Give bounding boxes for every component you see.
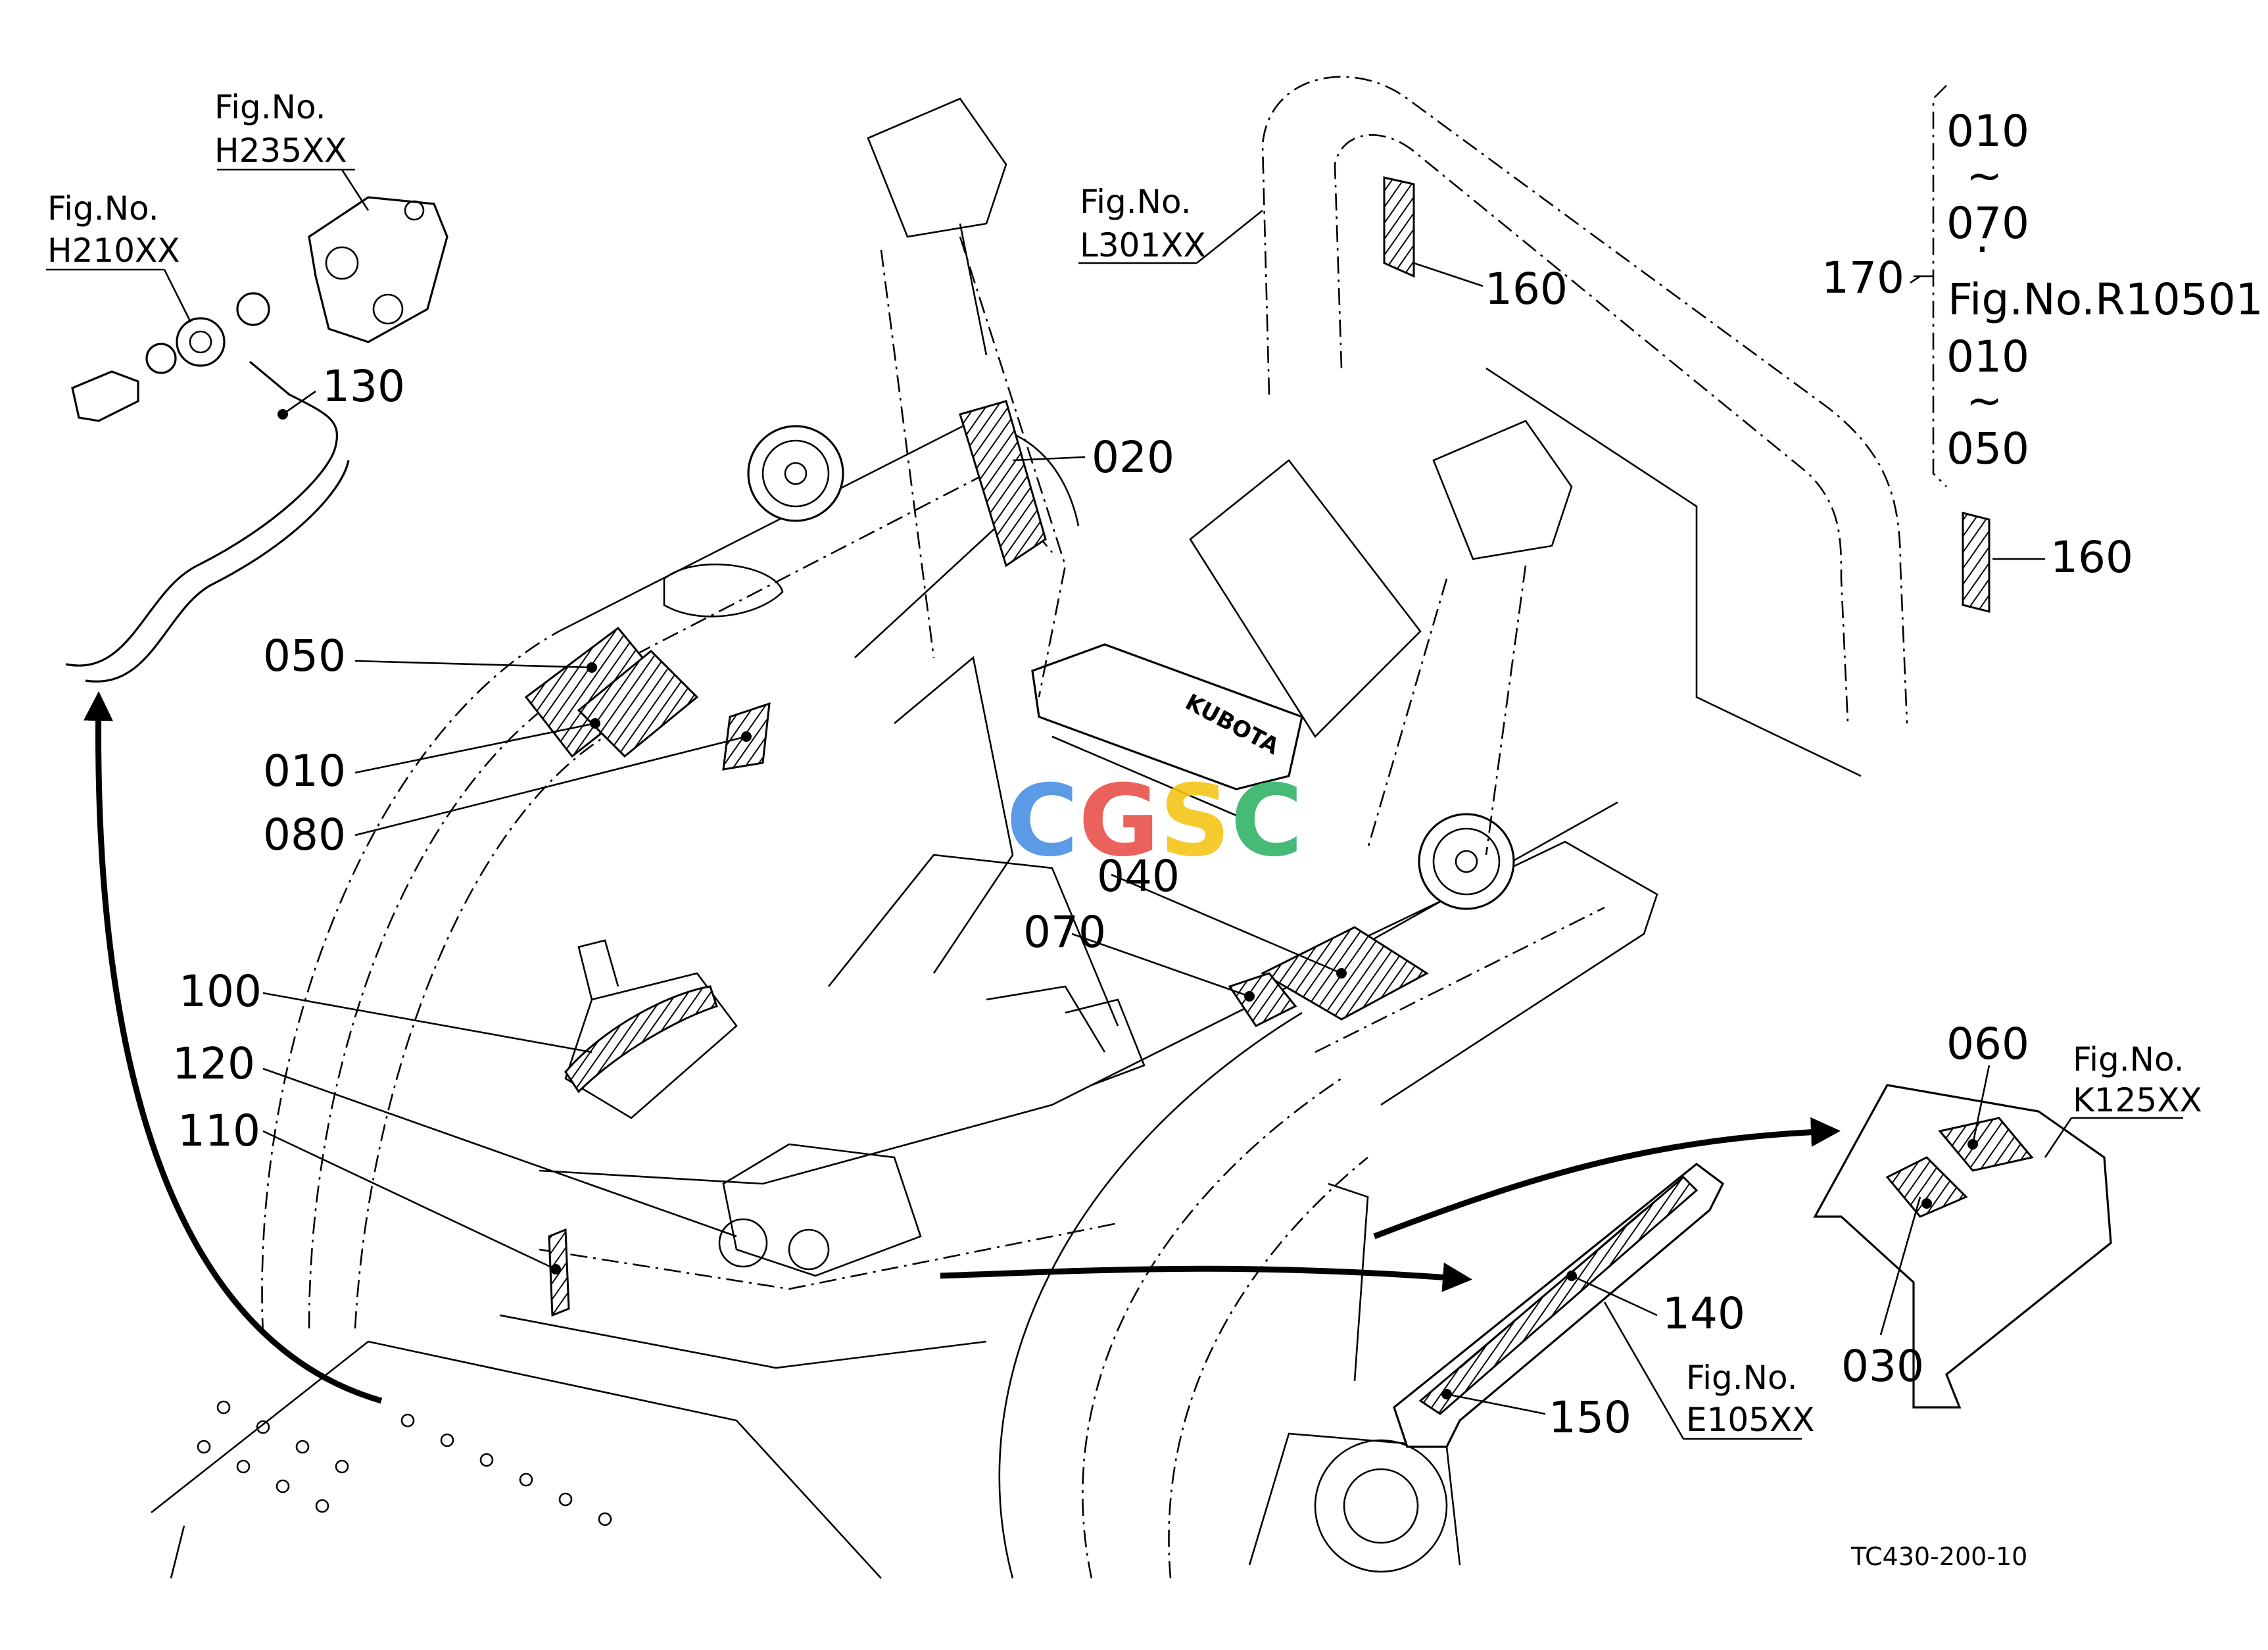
leader-dots bbox=[277, 409, 1978, 1399]
fig-h210-label: Fig.No. bbox=[47, 189, 159, 228]
kit-range1-start: 010 bbox=[1946, 106, 2029, 157]
rops-post-right bbox=[1366, 420, 1573, 856]
fig-h210-code: H210XX bbox=[47, 231, 180, 270]
decal-100 bbox=[564, 985, 718, 1094]
kit-range2-end: 050 bbox=[1946, 424, 2029, 474]
callout-060: 060 bbox=[1946, 1019, 2029, 1069]
fig-k125-code: K125XX bbox=[2073, 1081, 2202, 1119]
callout-050: 050 bbox=[263, 631, 346, 681]
work-light-left bbox=[747, 425, 844, 522]
callout-170: 170 bbox=[1822, 253, 1904, 303]
floor-bolt-holes bbox=[197, 1400, 612, 1526]
fig-l301-label: Fig.No. bbox=[1080, 183, 1192, 221]
callout-070: 070 bbox=[1023, 907, 1106, 958]
callout-100: 100 bbox=[179, 966, 262, 1017]
watermark-text: CGSC bbox=[1006, 764, 1303, 879]
callout-160-right: 160 bbox=[2050, 532, 2133, 583]
fig-e105-code: E105XX bbox=[1686, 1401, 1815, 1439]
seat: KUBOTA bbox=[1031, 459, 1422, 817]
flow-arrows bbox=[83, 691, 1841, 1404]
kit-separator: · bbox=[1975, 224, 1989, 275]
fig-k125-label: Fig.No. bbox=[2073, 1040, 2184, 1079]
kit-range1-end: 070 bbox=[1946, 198, 2029, 249]
kit-fig-ref: Fig.No.R10501 bbox=[1948, 274, 2263, 325]
callout-150: 150 bbox=[1549, 1392, 1631, 1443]
decal-010 bbox=[577, 649, 699, 758]
rops-post-left bbox=[867, 97, 1067, 698]
callout-140: 140 bbox=[1662, 1288, 1745, 1339]
callout-080: 080 bbox=[263, 810, 346, 860]
cover-panel bbox=[1813, 1084, 2112, 1409]
fig-ref-lines bbox=[46, 168, 2183, 1440]
work-light-right bbox=[1418, 813, 1515, 910]
decal-020 bbox=[959, 400, 1047, 568]
callout-020: 020 bbox=[1092, 432, 1174, 483]
hydraulic-hose-assembly bbox=[65, 196, 448, 683]
kit-range2-start: 010 bbox=[1946, 331, 2029, 382]
kit-range2-tilde: ~ bbox=[1966, 376, 2002, 426]
rops-upper-hoop bbox=[1261, 76, 1908, 724]
callout-130: 130 bbox=[322, 361, 405, 412]
callout-120: 120 bbox=[172, 1038, 255, 1089]
step-plate bbox=[1393, 1162, 1725, 1448]
kit-range1-tilde: ~ bbox=[1966, 151, 2002, 201]
fig-h235-code: H235XX bbox=[214, 132, 347, 170]
callout-110: 110 bbox=[178, 1105, 260, 1156]
figure-code: TC430-200-10 bbox=[1850, 1542, 2027, 1571]
tractor-body-outline bbox=[151, 420, 1658, 1579]
leader-lines bbox=[262, 262, 2045, 1415]
decal-160-right bbox=[1962, 512, 1991, 613]
callout-030: 030 bbox=[1841, 1341, 1924, 1392]
callout-010: 010 bbox=[263, 746, 346, 796]
kit-170-bracket bbox=[1914, 85, 1947, 487]
watermark: CGSC bbox=[1006, 764, 1303, 879]
callout-labels: 050 010 080 020 040 070 100 120 110 130 … bbox=[172, 253, 2133, 1443]
callout-160-top: 160 bbox=[1485, 264, 1568, 314]
decal-070 bbox=[1228, 972, 1297, 1027]
fig-l301-code: L301XX bbox=[1080, 226, 1206, 264]
decal-030 bbox=[1885, 1156, 1968, 1218]
fig-ref-labels: Fig.No. H235XX Fig.No. H210XX Fig.No. L3… bbox=[47, 88, 2202, 1439]
callout-040: 040 bbox=[1097, 851, 1180, 902]
decal-160-top bbox=[1383, 176, 1415, 278]
fuel-cap bbox=[663, 563, 784, 618]
fig-h235-label: Fig.No. bbox=[214, 88, 326, 126]
kit-170-list: 010 ~ 070 · Fig.No.R10501 010 ~ 050 bbox=[1946, 106, 2263, 474]
fig-e105-label: Fig.No. bbox=[1686, 1359, 1798, 1397]
decal-060 bbox=[1938, 1117, 2034, 1172]
